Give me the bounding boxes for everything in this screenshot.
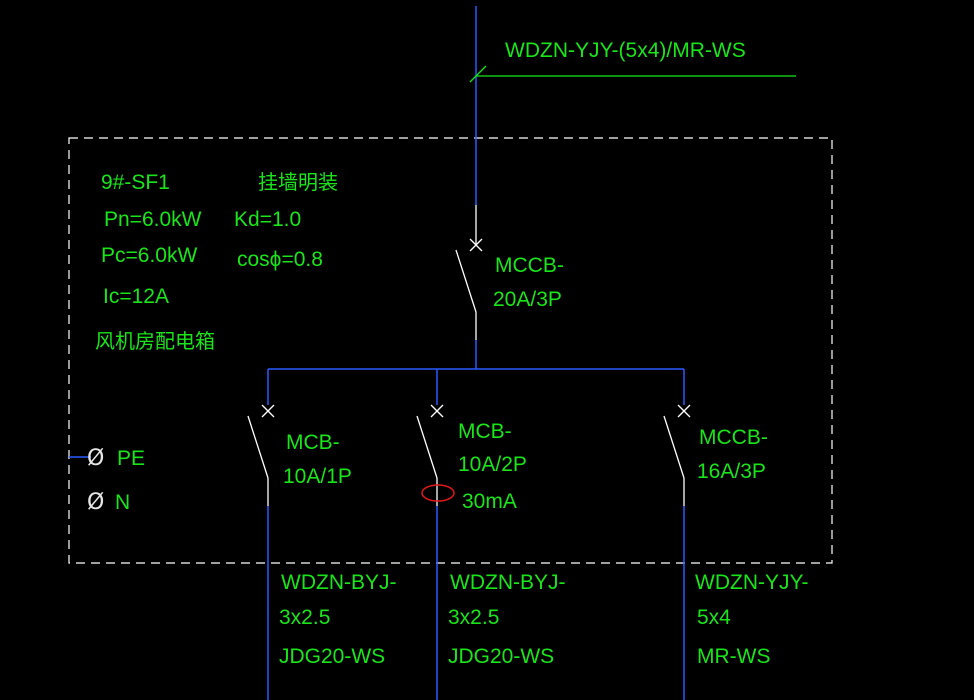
branch-3-breaker-symbol	[663, 369, 691, 506]
panel-rated-power: Pn=6.0kW	[104, 208, 202, 231]
branch-1-cross-b	[261, 404, 275, 418]
branch-3-breaker-line2: 16A/3P	[697, 460, 766, 483]
branch-3-blade	[663, 415, 685, 479]
branch-2-cross-b	[430, 404, 444, 418]
branch-3-cable-line1: WDZN-YJY-	[695, 571, 809, 594]
panel-demand-factor: Kd=1.0	[234, 208, 301, 231]
panel-power-factor: cosϕ=0.8	[237, 248, 323, 271]
branch-2-breaker-line1: MCB-	[458, 420, 512, 443]
branch-1-breaker-line1: MCB-	[286, 431, 340, 454]
panel-mount-type: 挂墙明装	[258, 171, 338, 194]
incoming-cable-tick	[469, 65, 487, 83]
branch-1-cable-line2: 3x2.5	[279, 606, 330, 629]
branch-3-cross-b	[677, 404, 691, 418]
pe-terminal-label: PE	[117, 447, 145, 470]
branch-2-cable-line1: WDZN-BYJ-	[450, 571, 565, 594]
branch-2-breaker-line2: 10A/2P	[458, 453, 527, 476]
branch-3-breaker-line1: MCCB-	[699, 426, 768, 449]
main-breaker-blade	[455, 249, 477, 313]
branch-3-cable-line3: MR-WS	[697, 645, 770, 668]
panel-id: 9#-SF1	[101, 171, 170, 194]
rcd-highlight-mark	[421, 484, 455, 502]
branch-2-breaker-line3: 30mA	[462, 490, 517, 513]
branch-2-cable-line3: JDG20-WS	[448, 645, 554, 668]
branch-3-cable-line2: 5x4	[697, 606, 731, 629]
main-breaker-label-line1: MCCB-	[495, 254, 564, 277]
branch-2-blade	[416, 415, 438, 479]
branch-1-cable-line1: WDZN-BYJ-	[281, 571, 396, 594]
panel-calc-power: Pc=6.0kW	[101, 244, 197, 267]
panel-calc-current: Ic=12A	[103, 285, 169, 308]
n-terminal-label: N	[115, 491, 130, 514]
branch-1-cable-line3: JDG20-WS	[279, 645, 385, 668]
branch-2-cable-line2: 3x2.5	[448, 606, 499, 629]
incoming-cable-label: WDZN-YJY-(5x4)/MR-WS	[505, 39, 746, 62]
main-breaker-symbol	[455, 205, 483, 340]
main-breaker-cross-b	[469, 238, 483, 252]
panel-name: 风机房配电箱	[95, 330, 215, 353]
branch-1-breaker-symbol	[247, 369, 275, 506]
n-terminal-symbol: Ø	[87, 490, 104, 515]
main-breaker-label-line2: 20A/3P	[493, 288, 562, 311]
branch-1-breaker-line2: 10A/1P	[283, 465, 352, 488]
pe-terminal-symbol: Ø	[87, 446, 104, 471]
panel-boundary	[68, 137, 833, 564]
branch-1-blade	[247, 415, 269, 479]
